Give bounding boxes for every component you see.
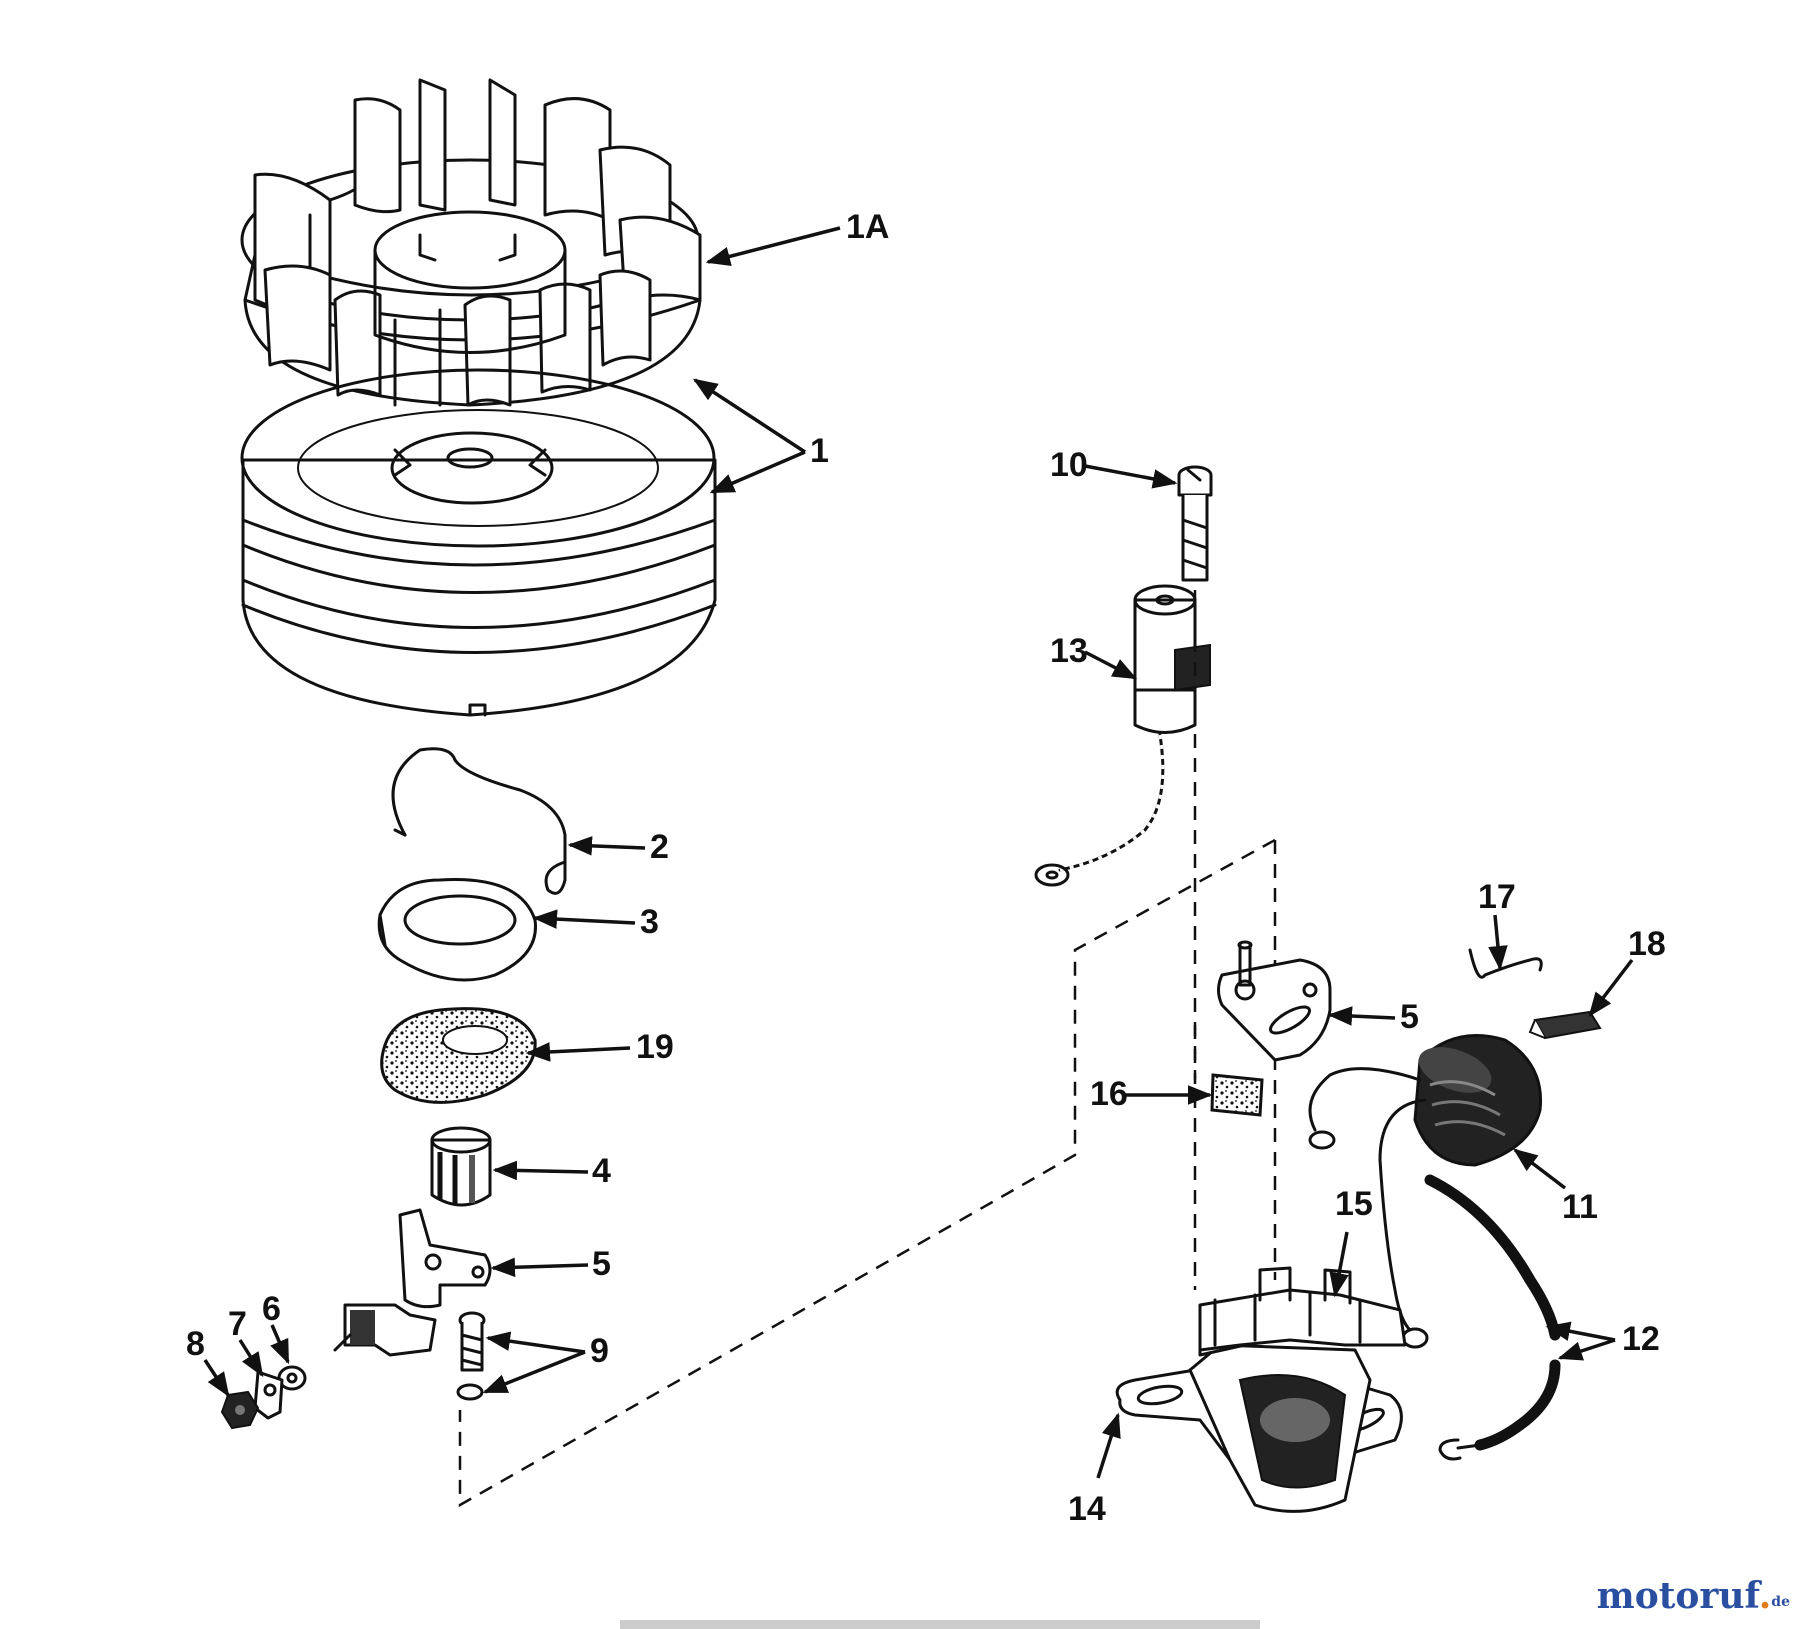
leader-14 bbox=[1096, 1412, 1121, 1479]
callout-12: 12 bbox=[1622, 1320, 1660, 1358]
callout-8: 8 bbox=[186, 1325, 205, 1363]
callout-9: 9 bbox=[590, 1332, 609, 1370]
callout-13: 13 bbox=[1050, 632, 1088, 670]
clip-part-7 bbox=[253, 1370, 284, 1420]
leader-1a bbox=[705, 226, 841, 266]
leader-1-bottom bbox=[709, 450, 806, 494]
callout-1a: 1A bbox=[846, 208, 889, 246]
bushing-part-4 bbox=[430, 1126, 492, 1207]
spring-part-2 bbox=[391, 747, 567, 895]
callout-5-left: 5 bbox=[592, 1245, 611, 1283]
leader-5-left bbox=[490, 1257, 589, 1278]
watermark-dot: . bbox=[1758, 1575, 1772, 1617]
leader-1-top bbox=[692, 378, 806, 454]
leader-19 bbox=[525, 1042, 631, 1062]
felt-part-19 bbox=[380, 1007, 537, 1104]
watermark-logo: motoruf.de bbox=[1597, 1575, 1790, 1617]
leader-9-top bbox=[485, 1331, 586, 1354]
breaker-plate-part-5-right bbox=[1217, 940, 1332, 1062]
leader-arrows bbox=[203, 226, 1634, 1479]
leader-6 bbox=[270, 1324, 290, 1365]
screw-part-9 bbox=[456, 1311, 486, 1401]
leader-2 bbox=[567, 836, 646, 856]
fan-part-1a bbox=[240, 78, 702, 407]
leader-13 bbox=[1084, 650, 1138, 680]
callout-16: 16 bbox=[1090, 1075, 1128, 1113]
felt-pad-part-16 bbox=[1210, 1073, 1264, 1117]
wedge-part-18 bbox=[1528, 1010, 1602, 1040]
flywheel-part-1 bbox=[240, 368, 717, 717]
callout-5-right: 5 bbox=[1400, 998, 1419, 1036]
callout-11: 11 bbox=[1562, 1188, 1598, 1226]
coil-part-11 bbox=[1308, 1034, 1543, 1349]
cropped-caption-strip bbox=[620, 1620, 1260, 1629]
callout-3: 3 bbox=[640, 903, 659, 941]
callout-10: 10 bbox=[1050, 446, 1088, 484]
wire-clip-part-17 bbox=[1468, 948, 1543, 979]
leader-18 bbox=[1588, 958, 1634, 1017]
leader-3 bbox=[532, 909, 636, 929]
callout-2: 2 bbox=[650, 828, 669, 866]
callout-labels: 1A 1 2 3 19 4 5 6 7 8 9 10 13 17 18 5 16… bbox=[186, 208, 1666, 1528]
leader-10 bbox=[1084, 464, 1178, 489]
leader-15 bbox=[1329, 1231, 1349, 1298]
callout-17: 17 bbox=[1478, 878, 1516, 916]
bracket-part-14 bbox=[1115, 1343, 1403, 1513]
screw-part-10 bbox=[1177, 465, 1213, 582]
watermark-text: motoruf bbox=[1596, 1575, 1759, 1617]
callout-6: 6 bbox=[262, 1290, 281, 1328]
leader-5-right bbox=[1327, 1006, 1396, 1026]
plate-part-3 bbox=[377, 878, 537, 982]
leader-12-top bbox=[1545, 1321, 1616, 1342]
leader-7 bbox=[238, 1339, 264, 1378]
watermark-tld: de bbox=[1771, 1594, 1790, 1610]
leader-4 bbox=[492, 1160, 589, 1181]
nut-part-8 bbox=[220, 1390, 260, 1430]
armature-part-15 bbox=[1198, 1266, 1407, 1357]
callout-18: 18 bbox=[1628, 925, 1666, 963]
leader-8 bbox=[203, 1359, 230, 1398]
leader-11 bbox=[1513, 1148, 1567, 1190]
leader-9-bottom bbox=[482, 1350, 586, 1394]
callout-7: 7 bbox=[228, 1305, 247, 1343]
callout-15: 15 bbox=[1335, 1185, 1373, 1223]
leader-17 bbox=[1488, 914, 1508, 971]
callout-14: 14 bbox=[1068, 1490, 1106, 1528]
callout-19: 19 bbox=[636, 1028, 674, 1066]
ground-lead-part-12 bbox=[1424, 1174, 1561, 1461]
callout-1: 1 bbox=[810, 432, 829, 470]
leader-12-bottom bbox=[1557, 1338, 1616, 1361]
callout-4: 4 bbox=[592, 1152, 611, 1190]
breaker-arm-part-5-left bbox=[333, 1208, 492, 1357]
condenser-part-13 bbox=[1034, 584, 1211, 887]
